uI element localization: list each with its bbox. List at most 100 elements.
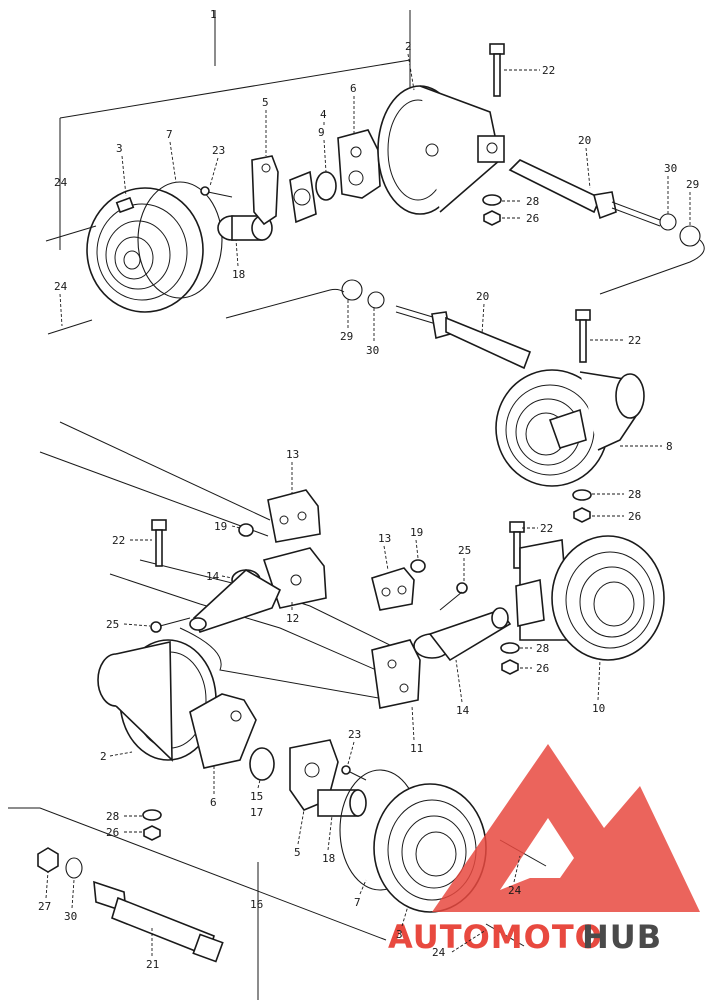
callout-14-a: 14 bbox=[206, 570, 220, 583]
gasket-part-7 bbox=[137, 181, 223, 299]
callout-22-c: 22 bbox=[112, 534, 125, 547]
callout-9: 9 bbox=[318, 126, 325, 139]
screw-part-24-d bbox=[485, 923, 525, 947]
callout-7-b: 7 bbox=[354, 896, 361, 909]
nut-part-26-bottom bbox=[143, 825, 161, 841]
callout-24-a: 24 bbox=[54, 176, 68, 189]
callout-11: 11 bbox=[410, 742, 423, 755]
callout-30-b: 30 bbox=[366, 344, 379, 357]
housing-part-2 bbox=[377, 85, 505, 215]
washer-part-30-bottom bbox=[65, 857, 83, 879]
callout-30-c: 30 bbox=[64, 910, 77, 923]
callout-25-a: 25 bbox=[106, 618, 119, 631]
callout-23-b: 23 bbox=[348, 728, 361, 741]
grommet-part-19-b bbox=[410, 559, 426, 573]
screw-part-23-bottom bbox=[341, 765, 367, 781]
callout-5: 5 bbox=[262, 96, 269, 109]
screw-part-23 bbox=[200, 186, 233, 198]
stem-part-21 bbox=[93, 880, 224, 963]
callout-26-c: 26 bbox=[536, 662, 549, 675]
wire-long-a bbox=[59, 421, 271, 521]
watermark-triangle-icon bbox=[432, 744, 700, 912]
callout-14-b: 14 bbox=[456, 704, 470, 717]
lamp-part-10 bbox=[515, 535, 665, 661]
callout-22-d: 22 bbox=[540, 522, 553, 535]
callout-29-a: 29 bbox=[686, 178, 699, 191]
callout-19-b: 19 bbox=[410, 526, 423, 539]
lens-part-3 bbox=[86, 187, 204, 313]
washer-part-28-mid bbox=[572, 489, 592, 501]
screw-part-24-b bbox=[47, 319, 93, 335]
arm-part-14-left bbox=[189, 569, 282, 633]
callout-2: 2 bbox=[405, 40, 412, 53]
bracket-part-6 bbox=[337, 129, 381, 199]
callout-3-b: 3 bbox=[396, 928, 403, 941]
callout-18-a: 18 bbox=[232, 268, 245, 281]
callout-16: 16 bbox=[250, 898, 263, 911]
callout-22-a: 22 bbox=[542, 64, 555, 77]
mid-right-assembly bbox=[225, 279, 645, 523]
nut-part-27 bbox=[37, 847, 59, 873]
callout-15: 15 bbox=[250, 790, 263, 803]
callout-20-a: 20 bbox=[578, 134, 591, 147]
plate-part-11 bbox=[371, 639, 421, 709]
callout-22-b: 22 bbox=[628, 334, 641, 347]
callout-13-b: 13 bbox=[378, 532, 391, 545]
nut-part-26-top bbox=[483, 210, 501, 226]
callout-24-d: 24 bbox=[432, 946, 446, 959]
bolt-part-22-left bbox=[151, 519, 167, 567]
callout-28-a: 28 bbox=[526, 195, 539, 208]
washer-part-30-mid bbox=[367, 291, 385, 309]
plate-part-13-a bbox=[267, 489, 321, 543]
callout-20-b: 20 bbox=[476, 290, 489, 303]
callout-19-a: 19 bbox=[214, 520, 227, 533]
washer-part-30-top bbox=[659, 213, 677, 231]
collar-part-15 bbox=[249, 747, 275, 781]
callout-25-b: 25 bbox=[458, 544, 471, 557]
bolt-part-25-right bbox=[439, 582, 468, 611]
callout-13-a: 13 bbox=[286, 448, 299, 461]
washer-part-28-bottom bbox=[142, 809, 162, 821]
callout-5-b: 5 bbox=[294, 846, 301, 859]
nut-part-26-mid bbox=[573, 507, 591, 523]
stem-part-20-mid bbox=[395, 305, 532, 370]
nut-part-26-right bbox=[501, 659, 519, 675]
callout-8: 8 bbox=[666, 440, 673, 453]
stem-part-20-top bbox=[508, 159, 661, 227]
arm-part-14-right bbox=[413, 607, 512, 662]
housing-part-2-bottom bbox=[97, 639, 217, 762]
plate-part-5 bbox=[251, 155, 279, 226]
plate-part-13-b bbox=[371, 567, 415, 611]
callout-17: 17 bbox=[250, 806, 263, 819]
callout-7: 7 bbox=[166, 128, 173, 141]
callout-10: 10 bbox=[592, 702, 605, 715]
callout-6: 6 bbox=[350, 82, 357, 95]
bolt-part-22 bbox=[489, 43, 505, 97]
screw-part-24-a bbox=[45, 225, 97, 242]
washer-part-29-mid bbox=[341, 279, 363, 301]
socket-part-18 bbox=[217, 215, 273, 241]
wire-top bbox=[599, 239, 705, 295]
right-assembly bbox=[500, 521, 665, 675]
callout-4: 4 bbox=[320, 108, 327, 121]
bolt-part-25-left bbox=[150, 617, 191, 633]
callout-26-d: 26 bbox=[106, 826, 119, 839]
callout-28-b: 28 bbox=[628, 488, 641, 501]
bolt-part-22-mid bbox=[575, 309, 591, 363]
center-assembly bbox=[39, 421, 512, 709]
callout-6-b: 6 bbox=[210, 796, 217, 809]
bottom-assembly bbox=[8, 639, 547, 1000]
callout-labels: 1 2 3 7 23 5 4 9 6 22 20 30 29 28 26 24 … bbox=[38, 8, 699, 971]
washer-part-29-top bbox=[679, 225, 701, 247]
callout-26-a: 26 bbox=[526, 212, 539, 225]
washer-part-28-right bbox=[500, 642, 520, 654]
callout-26-b: 26 bbox=[628, 510, 641, 523]
callout-28-d: 28 bbox=[106, 810, 119, 823]
watermark-logo: AUTOMOTO HUB bbox=[388, 744, 700, 956]
wire-long-b bbox=[39, 451, 269, 537]
callout-29-b: 29 bbox=[340, 330, 353, 343]
watermark-text-hub: HUB bbox=[582, 918, 662, 956]
callout-28-c: 28 bbox=[536, 642, 549, 655]
callout-18-b: 18 bbox=[322, 852, 335, 865]
